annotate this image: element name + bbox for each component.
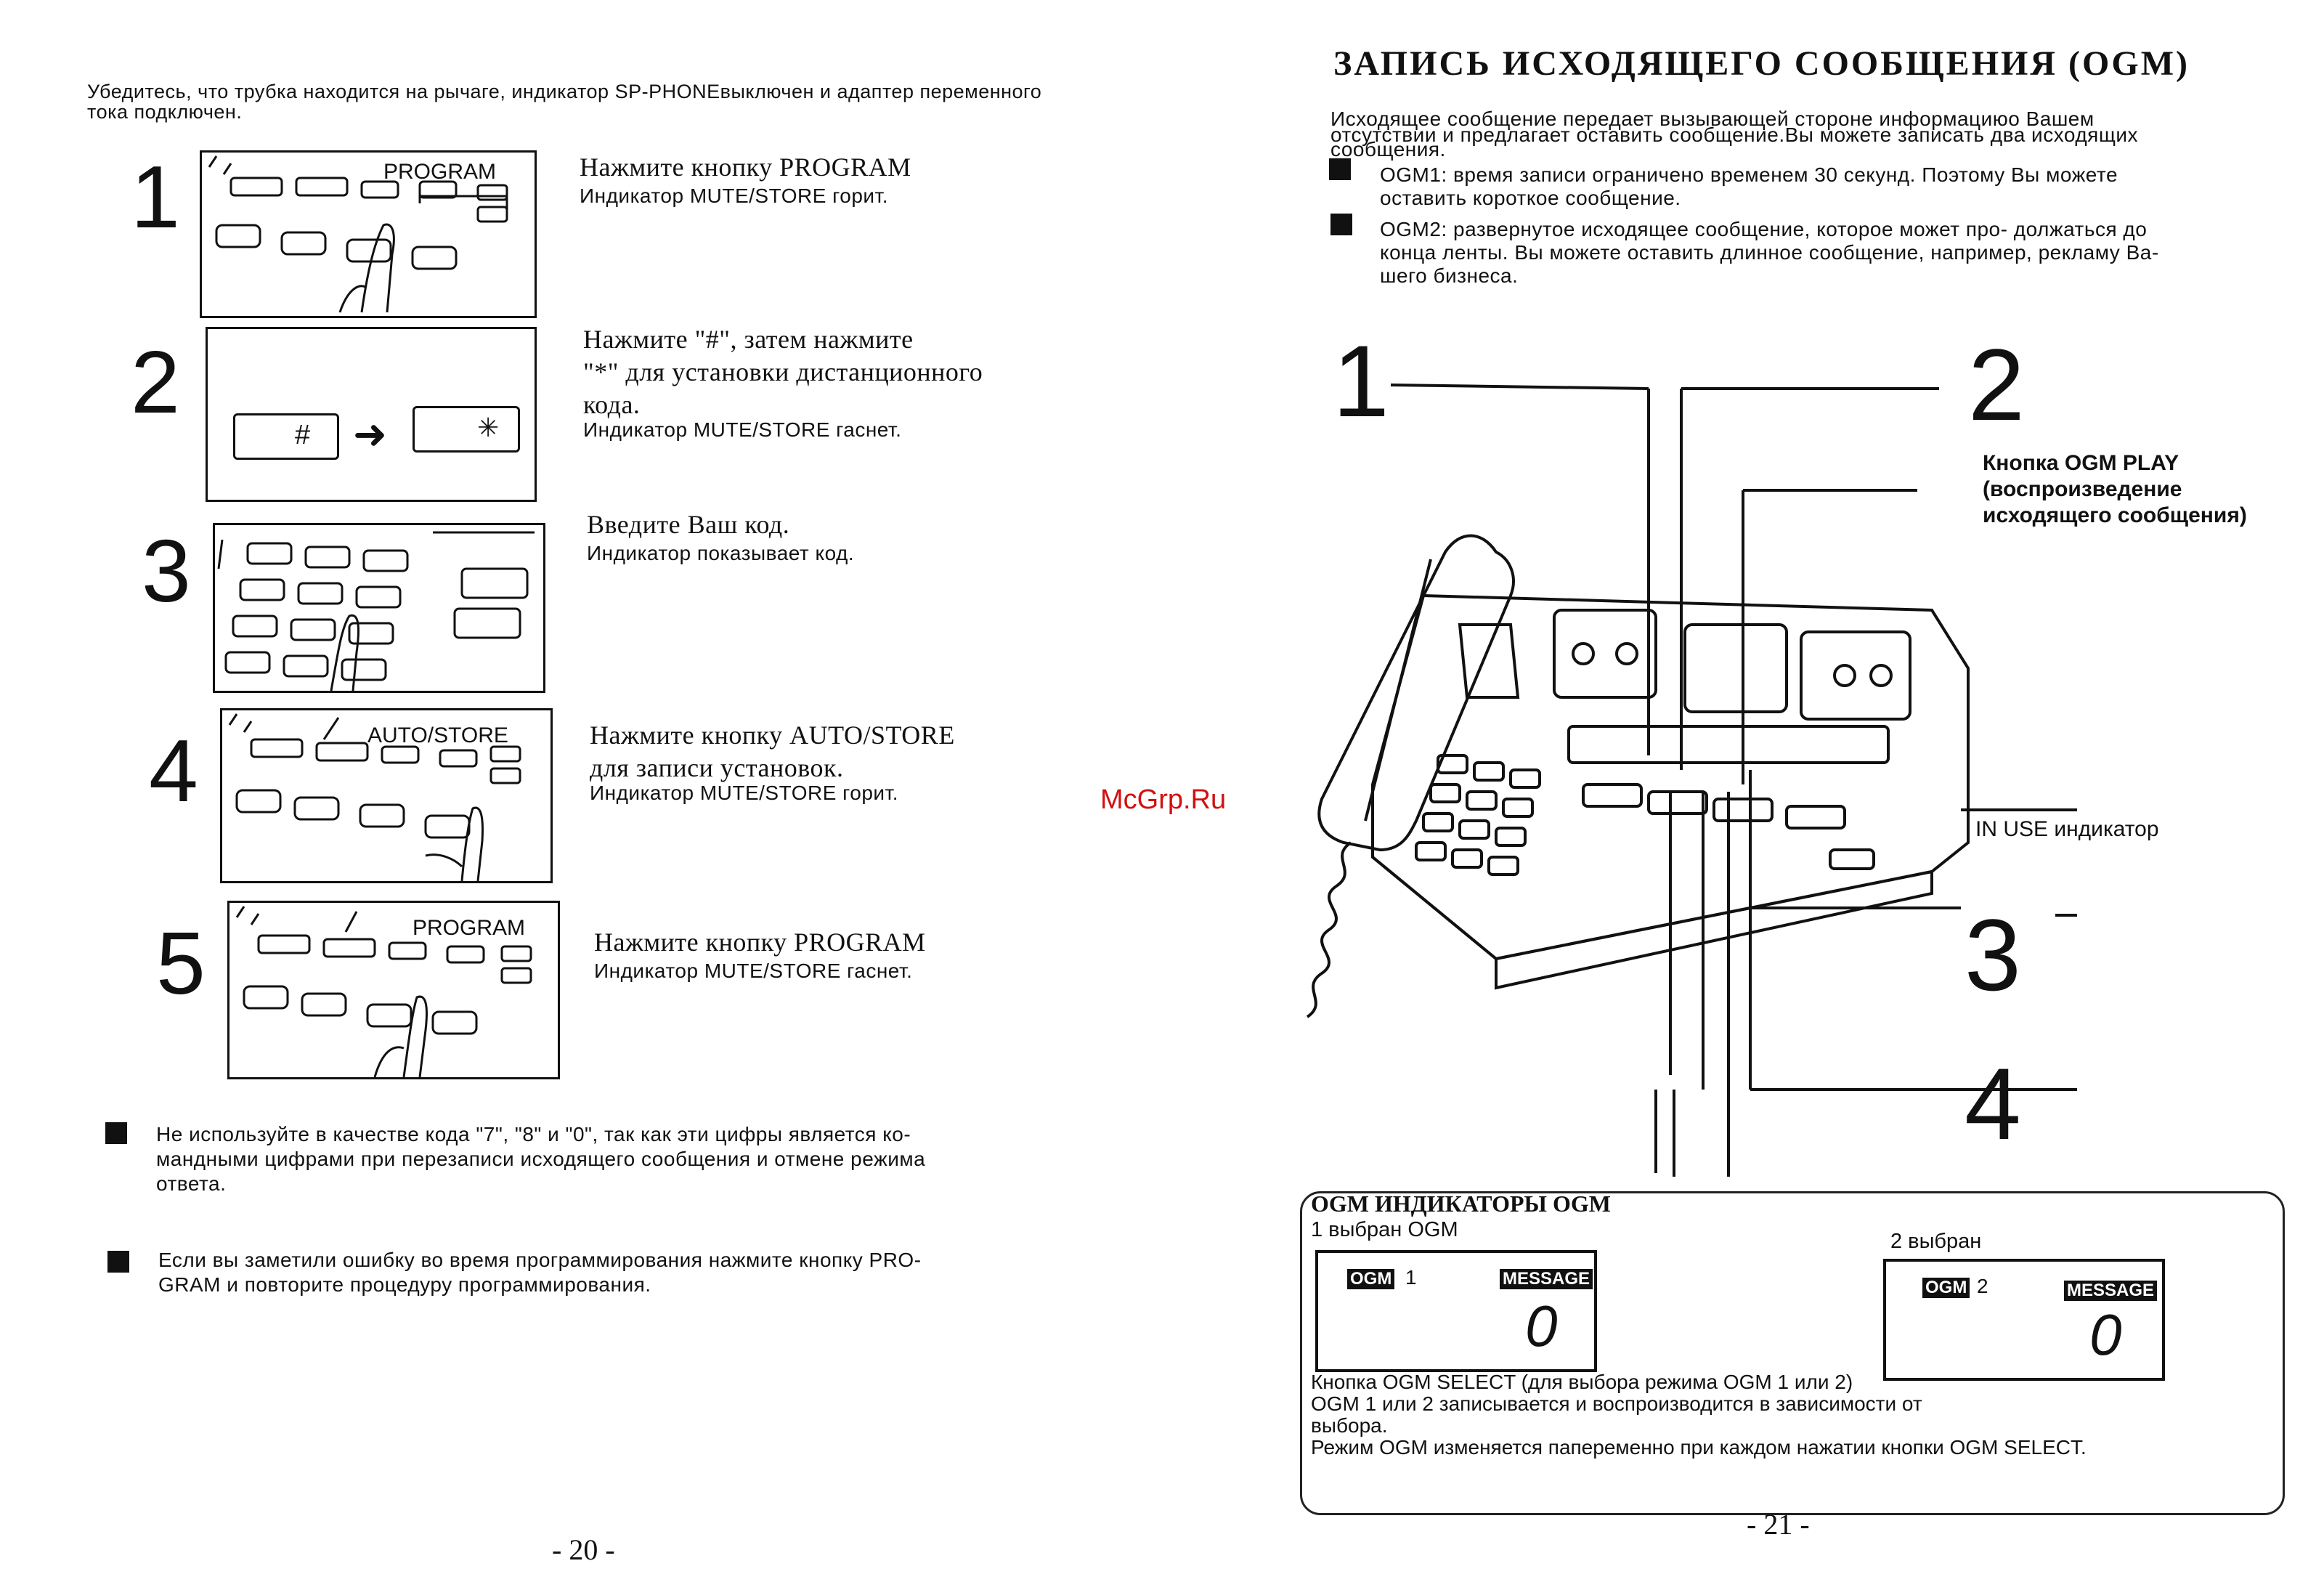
ogm-display-2: OGM 2 MESSAGE 0 (1883, 1259, 2165, 1381)
step-3-heading: Введите Ваш код. (587, 510, 790, 539)
step-4-heading-line1: Нажмите кнопку AUTO/STORE (590, 721, 955, 750)
ogm-box-text-line2: OGM 1 или 2 записывается и воспроизводит… (1311, 1392, 1922, 1415)
ogm-box-title: OGM ИНДИКАТОРЫ OGM (1311, 1191, 1611, 1217)
bullet-square-icon (1329, 158, 1351, 180)
phone-panel-drawing (208, 155, 508, 313)
bullet-ogm1: OGM1: время записи ограничено временем 3… (1380, 163, 2288, 210)
step-4-number: 4 (149, 721, 198, 820)
ogm-play-label-line1: Кнопка OGM PLAY (1983, 451, 2179, 475)
ogm-display-2-number: 2 (1977, 1275, 1988, 1297)
message-tag: MESSAGE (1500, 1269, 1593, 1289)
bullet-ogm1-line1: OGM1: время записи ограничено временем 3… (1380, 163, 2118, 186)
ogm-display-1-number: 1 (1405, 1266, 1417, 1289)
step-1-subtext: Индикатор MUTE/STORE горит. (580, 184, 889, 207)
ogm-box-text-line1: Кнопка OGM SELECT (для выбора режима OGM… (1311, 1371, 1853, 1393)
step-1-illustration: PROGRAM (200, 150, 537, 318)
callout-4: 4 (1965, 1047, 2021, 1161)
arrow-right-icon: ➜ (353, 411, 387, 457)
right-intro-line1: Исходящее сообщение передает вызывающей … (1330, 108, 2095, 130)
step-2-heading-line1: Нажмите "#", затем нажмите (583, 325, 914, 354)
intro-text: Убедитесь, что трубка находится на рычаг… (87, 81, 1042, 123)
hash-key: # (233, 413, 339, 460)
step-2-number: 2 (131, 333, 180, 431)
bullet-square-icon (105, 1122, 127, 1144)
hash-key-label: # (295, 420, 311, 450)
phone-panel-drawing (228, 713, 521, 881)
note-2: Если вы заметили ошибку во время програм… (158, 1248, 1066, 1297)
step-5-illustration: PROGRAM (227, 901, 560, 1079)
ogm-tag: OGM (1922, 1278, 1970, 1298)
step-1-panel-label: PROGRAM (383, 160, 497, 184)
star-key-label: ✳ (477, 413, 500, 442)
keypad-drawing (217, 531, 535, 691)
note-1-line3: ответа. (156, 1172, 227, 1195)
callout-3: 3 (1965, 898, 2021, 1012)
note-1-line1: Не используйте в качестве кода "7", "8" … (156, 1123, 911, 1145)
message-tag: MESSAGE (2064, 1281, 2158, 1301)
step-5-heading: Нажмите кнопку PROGRAM (594, 928, 926, 957)
bullet-ogm1-line2: оставить короткое сообщение. (1380, 187, 1681, 209)
ogm-box-selected-1: 1 выбран OGM (1311, 1218, 1458, 1241)
step-4-panel-label: AUTO/STORE (367, 723, 508, 747)
in-use-label: IN USE индикатор (1975, 817, 2159, 841)
step-1-number: 1 (131, 147, 180, 246)
star-key: ✳ (413, 406, 520, 453)
bullet-square-icon (107, 1251, 129, 1273)
step-2-subtext: Индикатор MUTE/STORE гаснет. (583, 418, 902, 441)
page-number-left: - 20 - (552, 1533, 615, 1566)
ogm-display-1-digit: 0 (1525, 1294, 1558, 1358)
note-2-line2: GRAM и повторите процедуру программирова… (158, 1273, 651, 1296)
step-4-subtext: Индикатор MUTE/STORE горит. (590, 782, 899, 804)
ogm-play-label: Кнопка OGM PLAY (воспроизведение исходящ… (1983, 450, 2247, 529)
bullet-ogm2-line3: шего бизнеса. (1380, 264, 1519, 287)
note-2-line1: Если вы заметили ошибку во время програм… (158, 1249, 922, 1271)
right-intro: Исходящее сообщение передает вызывающей … (1330, 108, 2267, 161)
step-3-number: 3 (142, 522, 191, 620)
ogm-display-2-digit: 0 (2089, 1302, 2122, 1367)
step-5-subtext: Индикатор MUTE/STORE гаснет. (594, 960, 913, 982)
step-3-illustration (213, 523, 545, 693)
step-2-heading-line3: кода. (583, 390, 641, 419)
phone-panel-drawing (235, 906, 532, 1077)
ogm-tag: OGM (1347, 1269, 1395, 1289)
bullet-ogm2-line1: OGM2: развернутое исходящее сообщение, к… (1380, 218, 2148, 240)
ogm-play-label-line2: (воспроизведение (1983, 477, 2182, 501)
callout-1: 1 (1333, 324, 1389, 438)
right-intro-line3: сообщения. (1330, 138, 1446, 161)
ogm-box-text-line3: выбора. (1311, 1414, 1388, 1437)
step-5-panel-label: PROGRAM (413, 916, 526, 940)
right-intro-line2: отсутствии и предлагает оставить сообщен… (1330, 123, 2139, 146)
step-2-illustration: # ➜ ✳ (206, 327, 537, 502)
ogm-box-text-line4: Режим OGM изменяется папеременно при каж… (1311, 1436, 2087, 1459)
page-title: ЗАПИСЬ ИСХОДЯЩЕГО СООБЩЕНИЯ (OGM) (1333, 44, 2190, 83)
bullet-ogm2: OGM2: развернутое исходящее сообщение, к… (1380, 218, 2288, 288)
note-1: Не используйте в качестве кода "7", "8" … (156, 1122, 1064, 1196)
ogm-play-label-line3: исходящего сообщения) (1983, 503, 2247, 527)
step-2-heading-line2: "*" для установки дистанционного (583, 357, 983, 386)
ogm-box-selected-2: 2 выбран (1890, 1230, 1982, 1253)
note-1-line2: мандными цифрами при перезаписи исходяще… (156, 1148, 926, 1170)
answering-machine-drawing (1306, 384, 2077, 1177)
callout-2: 2 (1968, 328, 2025, 442)
bullet-ogm2-line2: конца ленты. Вы можете оставить длинное … (1380, 241, 2159, 264)
ogm-indicators-box: OGM ИНДИКАТОРЫ OGM 1 выбран OGM 2 выбран… (1300, 1191, 2285, 1515)
step-4-heading-line2: для записи установок. (590, 753, 844, 782)
step-1-heading: Нажмите кнопку PROGRAM (580, 153, 911, 182)
bullet-square-icon (1330, 214, 1352, 235)
step-5-number: 5 (156, 914, 206, 1013)
step-4-illustration: AUTO/STORE (220, 708, 553, 883)
ogm-display-1: OGM 1 MESSAGE 0 (1315, 1250, 1597, 1372)
watermark: McGrp.Ru (1100, 784, 1227, 815)
ogm-box-text: Кнопка OGM SELECT (для выбора режима OGM… (1311, 1371, 2255, 1459)
step-3-subtext: Индикатор показывает код. (587, 542, 855, 564)
page-number-right: - 21 - (1747, 1508, 1810, 1541)
